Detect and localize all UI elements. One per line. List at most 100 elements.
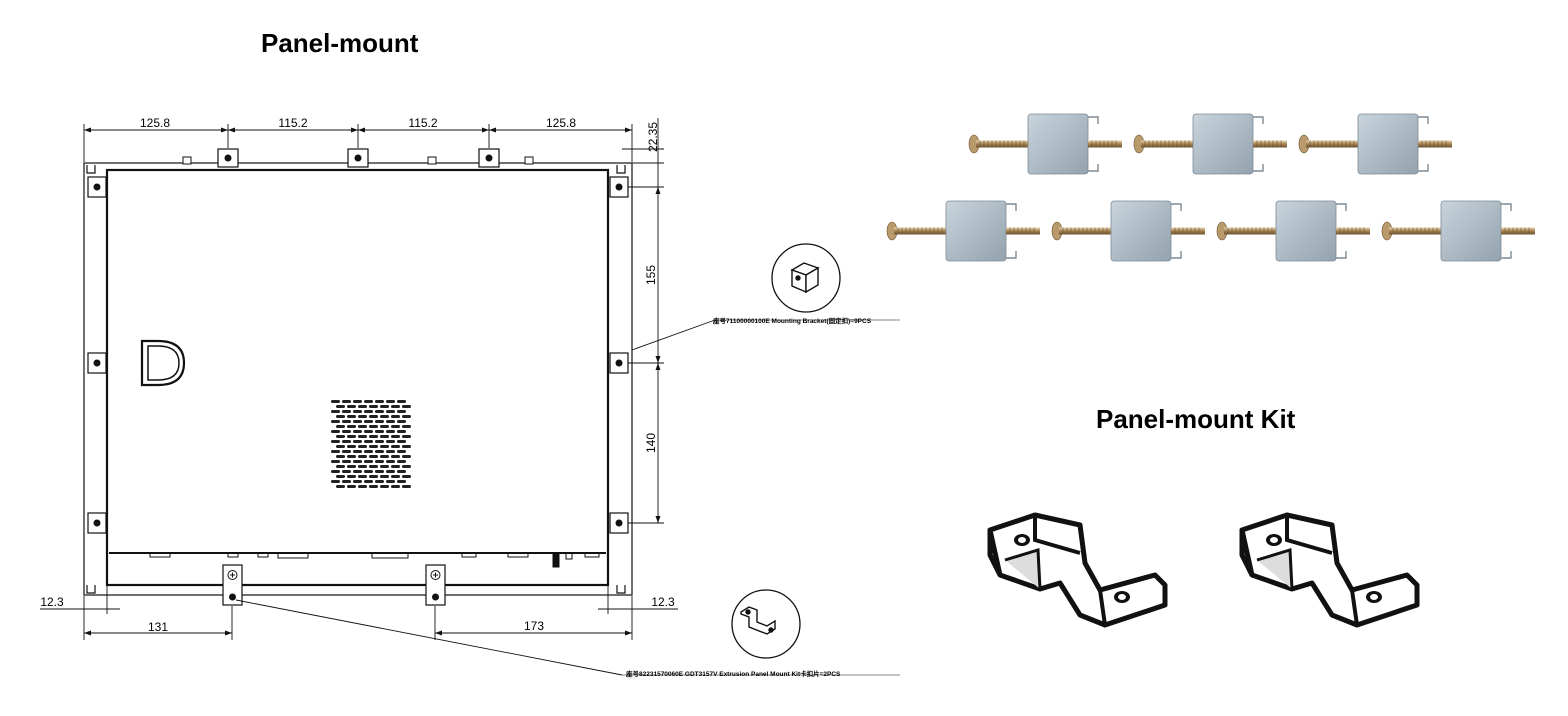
vent-slot [397, 470, 406, 473]
vent-slot [397, 480, 406, 483]
vent-slot [342, 470, 351, 473]
vent-slot [364, 470, 373, 473]
vent-slot [358, 405, 367, 408]
vent-slot [369, 425, 378, 428]
vent-grille [331, 400, 411, 488]
vent-slot [336, 415, 345, 418]
vent-slot [364, 400, 373, 403]
vent-slot [375, 480, 384, 483]
vent-slot [331, 450, 340, 453]
vent-slot [331, 410, 340, 413]
vent-slot [402, 425, 411, 428]
vent-slot [353, 410, 362, 413]
vent-slot [342, 480, 351, 483]
vent-slot [369, 465, 378, 468]
screw-bracket [1133, 113, 1288, 175]
vent-slot [342, 400, 351, 403]
vent-slot [364, 460, 373, 463]
vent-slot [336, 445, 345, 448]
vent-slot [375, 430, 384, 433]
vent-slot [336, 425, 345, 428]
vent-slot [391, 435, 400, 438]
vent-slot [331, 460, 340, 463]
vent-slot [375, 410, 384, 413]
vent-slot [336, 455, 345, 458]
dim-right-1: 155 [644, 265, 658, 285]
panel-body [105, 168, 610, 587]
dim-bottom-left: 131 [148, 620, 168, 634]
vent-slot [358, 465, 367, 468]
vent-slot [397, 420, 406, 423]
vent-slot [358, 415, 367, 418]
vent-slot [358, 455, 367, 458]
bracket-callout-note: 座号71100000100E Mounting Bracket(固定扣)=9PC… [712, 316, 872, 325]
panel-mount-drawing: 125.8 115.2 115.2 125.8 22.35 155 140 12… [40, 116, 900, 678]
vent-slot [347, 475, 356, 478]
vent-slot [369, 445, 378, 448]
vent-slot [336, 405, 345, 408]
vent-slot [402, 465, 411, 468]
screw-bracket [1051, 200, 1206, 262]
vent-slot [342, 450, 351, 453]
vent-slot [336, 485, 345, 488]
vent-slot [369, 415, 378, 418]
vent-slot [353, 470, 362, 473]
vent-slot [342, 430, 351, 433]
dim-top-2: 115.2 [278, 116, 307, 130]
vent-slot [375, 460, 384, 463]
vent-slot [347, 425, 356, 428]
screw-bracket [968, 113, 1123, 175]
screw-bracket [1381, 200, 1536, 262]
vent-slot [347, 445, 356, 448]
vent-slot [364, 410, 373, 413]
panel-mount-title: Panel-mount [261, 28, 419, 58]
vent-slot [353, 460, 362, 463]
vent-slot [375, 450, 384, 453]
vent-slot [391, 445, 400, 448]
vent-slot [386, 430, 395, 433]
vent-slot [375, 470, 384, 473]
kit-callout-note: 座号82231570060E GDT3157V Extrusion Panel … [625, 669, 841, 678]
vent-slot [364, 440, 373, 443]
vent-slot [353, 480, 362, 483]
vent-slot [402, 435, 411, 438]
vent-slot [331, 480, 340, 483]
vent-slot [347, 465, 356, 468]
vent-slot [336, 435, 345, 438]
vent-slot [342, 410, 351, 413]
vent-slot [391, 425, 400, 428]
dim-bottom-right-margin: 12.3 [651, 595, 675, 609]
vent-slot [347, 485, 356, 488]
vent-slot [353, 430, 362, 433]
vent-slot [364, 480, 373, 483]
vent-slot [380, 445, 389, 448]
vent-slot [386, 450, 395, 453]
vent-slot [380, 455, 389, 458]
vent-slot [369, 405, 378, 408]
vent-slot [347, 405, 356, 408]
vent-slot [364, 420, 373, 423]
vent-slot [331, 430, 340, 433]
vent-slot [358, 445, 367, 448]
vent-slot [397, 410, 406, 413]
vent-slot [402, 415, 411, 418]
kit-callout: 座号82231570060E GDT3157V Extrusion Panel … [625, 589, 841, 678]
vent-slot [391, 405, 400, 408]
vent-slot [391, 465, 400, 468]
vent-slot [369, 475, 378, 478]
screw-bracket [1298, 113, 1453, 175]
vent-slot [331, 440, 340, 443]
vent-slot [397, 450, 406, 453]
vent-slot [380, 475, 389, 478]
vent-slot [391, 475, 400, 478]
vent-slot [347, 455, 356, 458]
vent-slot [386, 400, 395, 403]
vent-slot [386, 460, 395, 463]
vent-slot [380, 435, 389, 438]
dim-top-right: 22.35 [646, 122, 660, 152]
dim-bottom-left-margin: 12.3 [40, 595, 64, 609]
vent-slot [397, 430, 406, 433]
vent-slot [353, 450, 362, 453]
z-bracket [1242, 515, 1417, 625]
vent-slot [391, 485, 400, 488]
